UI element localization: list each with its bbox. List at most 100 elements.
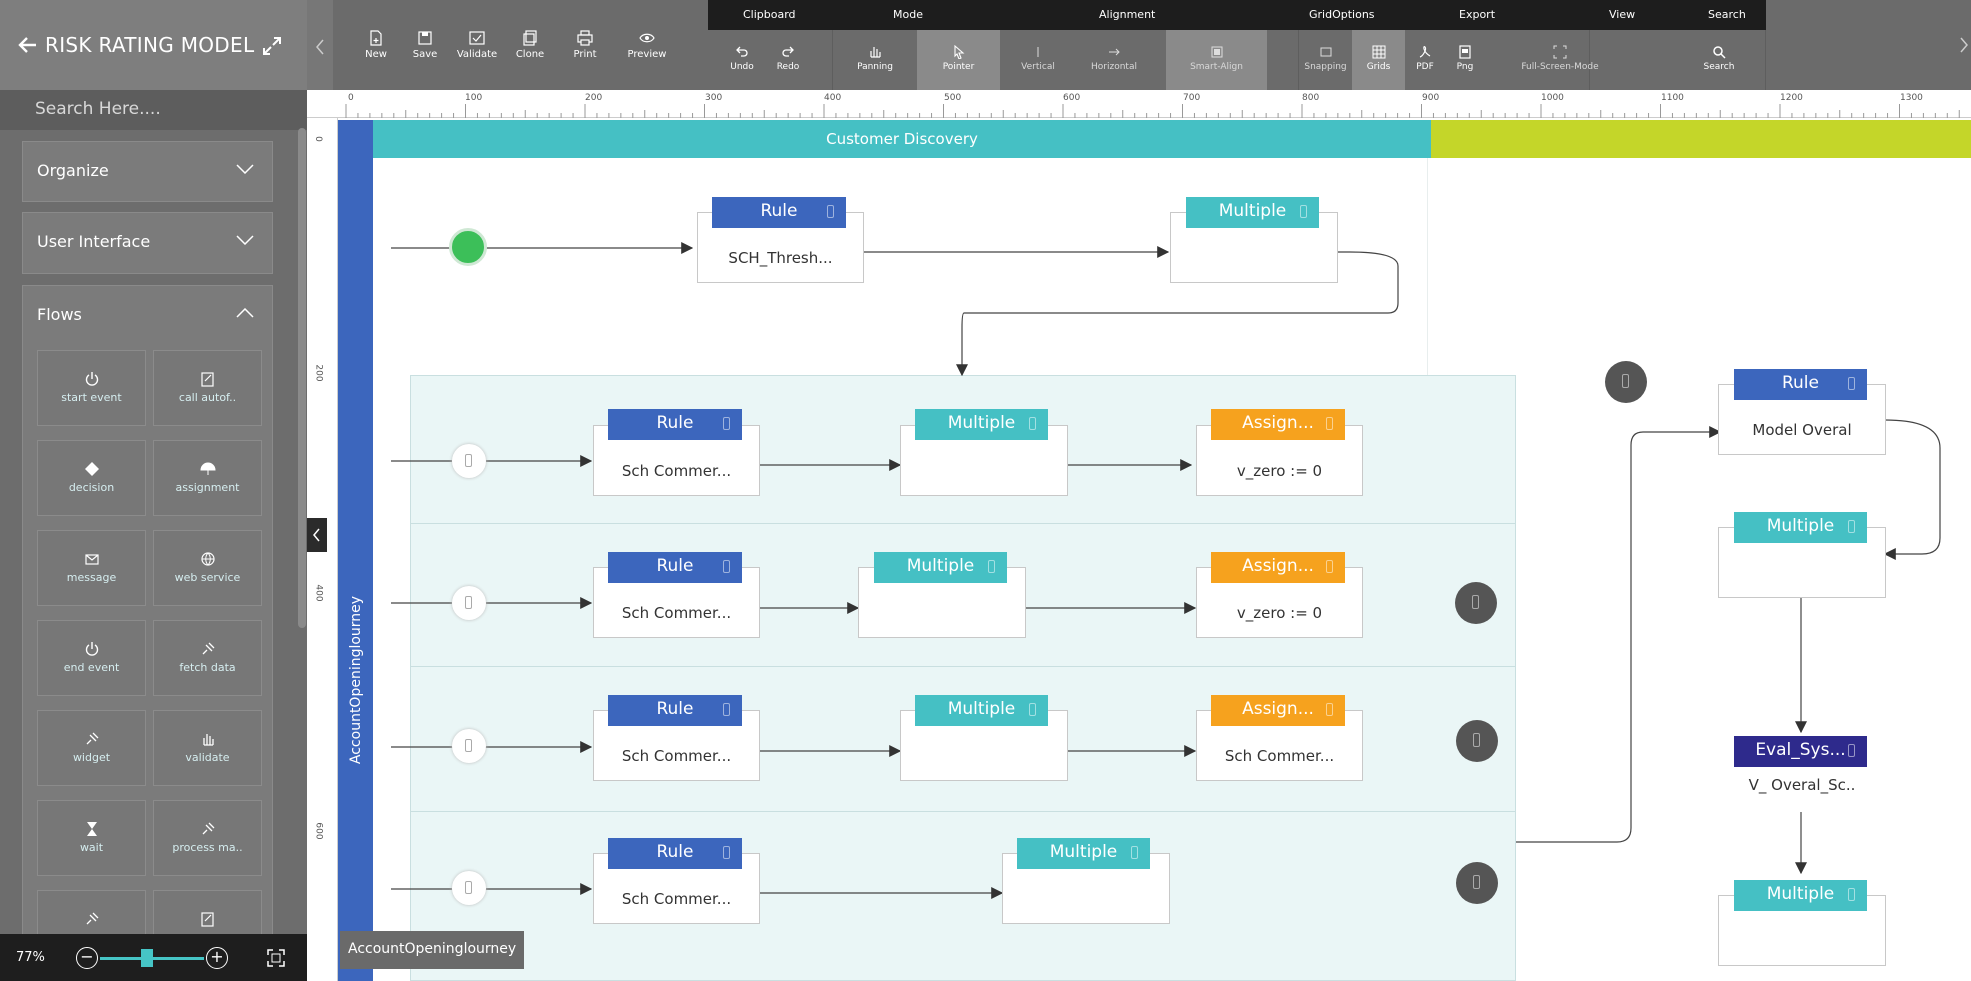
palette-message[interactable]: message bbox=[37, 530, 146, 606]
palette-assignment[interactable]: assignment bbox=[153, 440, 262, 516]
multiple-node-header[interactable]: Multiple bbox=[874, 552, 1007, 583]
mini-start-node[interactable] bbox=[452, 586, 486, 620]
snapping-button[interactable]: Snapping bbox=[1299, 30, 1352, 90]
assign-node-header[interactable]: Assign... bbox=[1211, 552, 1345, 583]
swimlane-tag: AccountOpeninglourney bbox=[340, 931, 525, 969]
end-event-node[interactable] bbox=[1455, 582, 1497, 624]
rule-node-header[interactable]: Rule bbox=[608, 409, 742, 440]
palette-item-13[interactable] bbox=[37, 890, 146, 936]
zoom-bar: 77% − + bbox=[0, 934, 307, 981]
rule-node-header[interactable]: Rule bbox=[1734, 369, 1867, 400]
accordion-user-interface[interactable]: User Interface bbox=[22, 212, 273, 274]
pin-icon bbox=[827, 205, 834, 218]
fullscreen-button[interactable]: Full-Screen-Mode bbox=[1505, 30, 1615, 90]
palette-item-label: process ma.. bbox=[172, 841, 243, 854]
palette-item-label: start event bbox=[61, 391, 122, 404]
pin-icon bbox=[1848, 520, 1855, 533]
palette-end-event[interactable]: end event bbox=[37, 620, 146, 696]
palette-item-label: web service bbox=[174, 571, 241, 584]
undo-icon bbox=[736, 46, 748, 57]
palette-process-ma[interactable]: process ma.. bbox=[153, 800, 262, 876]
grids-button[interactable]: Grids bbox=[1352, 30, 1405, 90]
palette-web-service[interactable]: web service bbox=[153, 530, 262, 606]
mini-start-node[interactable] bbox=[452, 444, 486, 478]
panning-button[interactable]: Panning bbox=[833, 30, 917, 90]
palette-fetch-data[interactable]: fetch data bbox=[153, 620, 262, 696]
palette-item-14[interactable] bbox=[153, 890, 262, 936]
mini-start-node[interactable] bbox=[452, 729, 486, 763]
mini-start-node[interactable] bbox=[452, 871, 486, 905]
rule-node-header[interactable]: Rule bbox=[608, 695, 742, 726]
rule-node-header[interactable]: Rule bbox=[608, 552, 742, 583]
swimlane-header[interactable]: AccountOpeninglourney bbox=[338, 120, 373, 981]
rule-node-header[interactable]: Rule bbox=[608, 838, 742, 869]
flow-canvas[interactable]: Customer Discovery AccountOpeninglourney bbox=[338, 118, 1971, 981]
ruler-top-label: 0 bbox=[348, 93, 354, 103]
row-divider bbox=[410, 811, 1516, 812]
palette-call-autof[interactable]: call autof.. bbox=[153, 350, 262, 426]
intermediate-event-node[interactable] bbox=[1605, 361, 1647, 403]
multiple-node-header[interactable]: Multiple bbox=[1734, 880, 1867, 911]
snapping-label: Snapping bbox=[1304, 62, 1347, 72]
ruler-top: 0 100 200 300 400 500 600 700 800 900 10… bbox=[307, 90, 1971, 118]
vertical-align-button[interactable]: Vertical bbox=[1000, 30, 1076, 90]
horizontal-align-button[interactable]: Horizontal bbox=[1076, 30, 1152, 90]
ruler-top-label: 1200 bbox=[1780, 93, 1803, 103]
palette-validate[interactable]: validate bbox=[153, 710, 262, 786]
assign-node-header[interactable]: Assign... bbox=[1211, 409, 1345, 440]
start-event-node[interactable] bbox=[449, 228, 487, 266]
assign-node-header[interactable]: Assign... bbox=[1211, 695, 1345, 726]
zoom-in-button[interactable]: + bbox=[206, 947, 228, 969]
multiple-node-header[interactable]: Multiple bbox=[1734, 512, 1867, 543]
chevron-up-icon bbox=[236, 308, 254, 318]
end-event-node[interactable] bbox=[1456, 720, 1498, 762]
eval-node-header[interactable]: Eval_Sys... bbox=[1734, 736, 1867, 767]
toolbar-collapse-button[interactable] bbox=[307, 0, 333, 90]
validate-button[interactable]: Validate bbox=[453, 30, 501, 70]
multiple-node-header[interactable]: Multiple bbox=[1186, 197, 1319, 228]
search-button[interactable]: Search bbox=[1693, 30, 1745, 90]
accordion-organize[interactable]: Organize bbox=[22, 141, 273, 202]
clone-button[interactable]: Clone bbox=[506, 30, 554, 70]
back-arrow-icon[interactable] bbox=[16, 33, 40, 57]
print-button[interactable]: Print bbox=[561, 30, 609, 70]
pdf-export-button[interactable]: PDF bbox=[1405, 30, 1445, 90]
rule-node-header[interactable]: Rule bbox=[712, 197, 846, 228]
palette-widget[interactable]: widget bbox=[37, 710, 146, 786]
fit-screen-icon[interactable] bbox=[266, 948, 286, 968]
palette-decision[interactable]: decision bbox=[37, 440, 146, 516]
multiple-node-header[interactable]: Multiple bbox=[915, 695, 1048, 726]
toolbar-expand-button[interactable] bbox=[1957, 0, 1971, 90]
sidebar-scrollbar[interactable] bbox=[298, 128, 306, 628]
png-export-button[interactable]: Png bbox=[1445, 30, 1485, 90]
zoom-slider-thumb[interactable] bbox=[141, 949, 153, 967]
undo-button[interactable]: Undo bbox=[719, 30, 765, 90]
category-export: Export bbox=[1459, 8, 1496, 21]
pin-icon bbox=[1029, 417, 1036, 430]
node-type-label: Multiple bbox=[947, 413, 1016, 433]
expand-icon[interactable] bbox=[261, 35, 283, 57]
zoom-out-button[interactable]: − bbox=[76, 947, 98, 969]
palette-wait[interactable]: wait bbox=[37, 800, 146, 876]
smart-align-button[interactable]: Smart-Align bbox=[1166, 30, 1267, 90]
ruler-left-label: 400 bbox=[313, 584, 324, 602]
phase-header-customer-discovery[interactable]: Customer Discovery bbox=[373, 120, 1431, 158]
redo-button[interactable]: Redo bbox=[765, 30, 811, 90]
preview-button[interactable]: Preview bbox=[623, 30, 671, 70]
save-button[interactable]: Save bbox=[401, 30, 449, 70]
grid-icon bbox=[1372, 45, 1385, 59]
end-event-node[interactable] bbox=[1456, 862, 1498, 904]
multiple-node-header[interactable]: Multiple bbox=[915, 409, 1048, 440]
sidebar-search-input[interactable]: Search Here.... bbox=[0, 90, 307, 130]
umbrella-icon bbox=[199, 462, 216, 475]
pin-icon bbox=[1848, 377, 1855, 390]
palette-start-event[interactable]: start event bbox=[37, 350, 146, 426]
phase-header-next[interactable] bbox=[1431, 120, 1971, 158]
multiple-node-header[interactable]: Multiple bbox=[1017, 838, 1150, 869]
new-button[interactable]: New bbox=[352, 30, 400, 70]
pointer-button[interactable]: Pointer bbox=[917, 30, 1000, 90]
node-type-label: Rule bbox=[656, 842, 694, 862]
pin-icon bbox=[723, 703, 730, 716]
sidebar-collapse-button[interactable] bbox=[307, 518, 327, 552]
